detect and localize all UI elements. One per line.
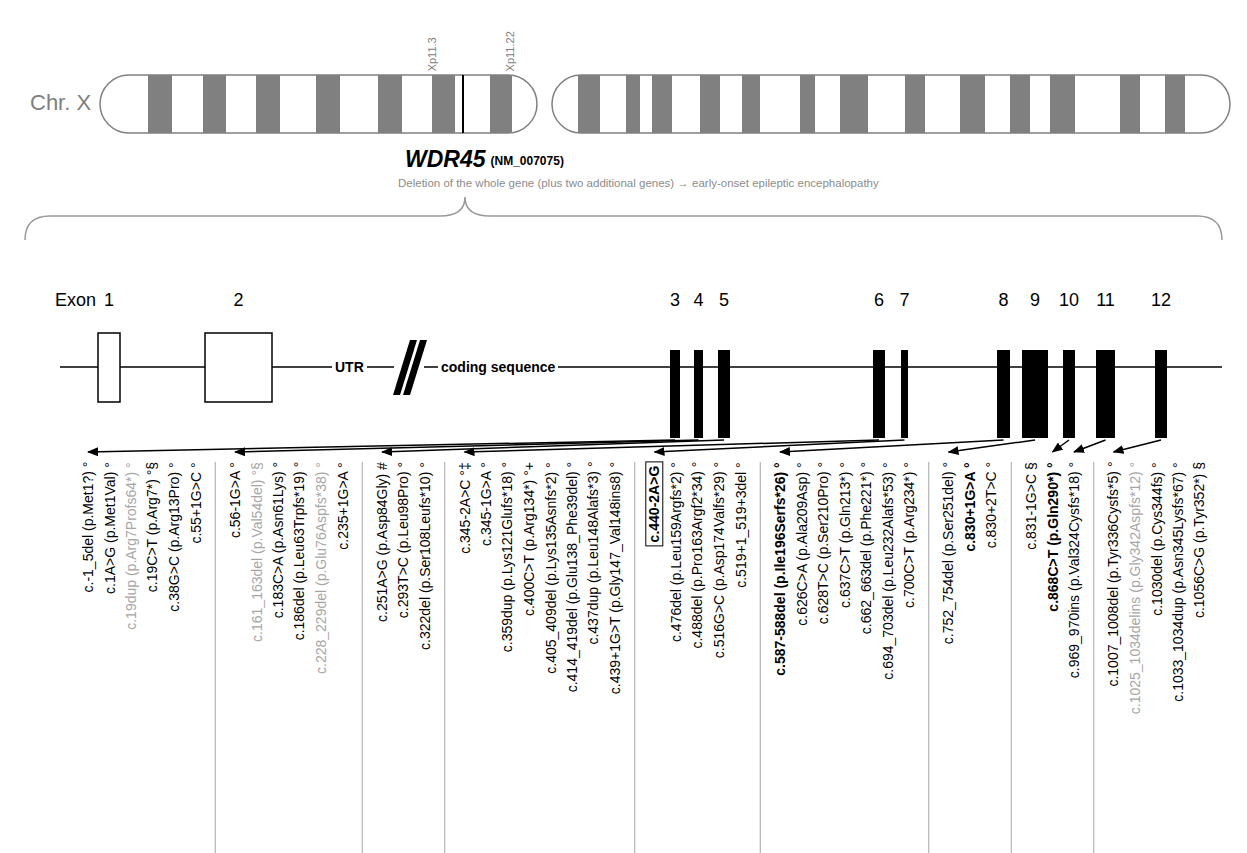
variant-label: c.440-2A>G [645,462,663,547]
variant-label: c.830+1G>A ° [962,462,978,551]
variant-label: c.439+1G>T (p.Gly147_Val148ins8) ° [607,462,623,694]
variant-label: c.345-1G>A ° [478,462,494,546]
variant-label: c.694_703del (p.Leu232Alafs*53) ° [879,462,895,679]
exon-number: 10 [1059,290,1079,311]
variant-label: c.-1_5del (p.Met1?) ° [80,462,96,593]
variant-label: c.56-1G>A ° [227,462,243,538]
exon-number: 5 [719,290,729,311]
variant-label: c.405_409del (p.Lys135Asnfs*2) ° [542,462,558,673]
gene-name: WDR45 [405,146,486,172]
variant-label: c.662_663del (p.Phe221*) ° [858,462,874,634]
chromosome-label: Chr. X [30,90,91,115]
variant-label: c.519+1_519+3del ° [732,462,748,588]
variant-label: c.1056C>G (p.Tyr352*) § [1191,462,1207,618]
variant-label: c.55+1G>C ° [187,462,203,543]
exon-number: 8 [998,290,1008,311]
variant-label: c.19dup (p.Arg7Profs64*) ° [123,462,139,629]
variant-label: c.345-2A>C °‡ [456,462,472,554]
exon-number: 12 [1151,290,1171,311]
variant-label: c.626C>A (p.Ala209Asp) ° [793,462,809,625]
exon-arrow [88,440,675,452]
exon-number: 7 [899,290,909,311]
variant-label: c.752_754del (p.Ser251del) ° [940,462,956,644]
exon-number: 11 [1096,290,1115,311]
exon-number: 9 [1030,290,1040,311]
variant-label: c.476del (p.Leu159Argfs*2) ° [668,462,684,642]
zoom-bracket [25,197,1222,240]
chromosome-outline [100,75,537,133]
variant-label: c.400C>T (p.Arg134*) °+ [521,462,537,616]
exon-arrow [949,440,1036,452]
utr-exon [98,333,120,402]
region-label: coding sequence [438,359,558,375]
group-separator [634,462,635,853]
variant-label: c.831-1G>C § [1023,462,1039,550]
variant-label: c.637C>T (p.Gln213*) ° [836,462,852,608]
variant-label: c.251A>G (p.Asp84Gly) # [374,462,390,622]
variant-label: c.700C>T (p.Arg234*) ° [901,462,917,608]
utr-exon [205,333,272,402]
exon-number: 4 [693,290,703,311]
transcript-id: (NM_007075) [491,155,564,169]
variant-label: c.38G>C (p.Arg13Pro) ° [166,462,182,611]
variant-label: c.161_163del (p.Val54del) °§ [248,462,264,642]
group-separator [928,462,929,853]
variant-label: c.969_970ins (p.Val324Cysfs*18) ° [1066,462,1082,678]
group-separator [215,462,216,853]
group-separator [1093,462,1094,853]
exon-arrow [655,440,905,452]
variant-label: c.1025_1034delins (p.Gly342Aspfs*12) ° [1127,462,1143,714]
variant-label: c.19C>T (p.Arg7*) °§ [144,462,160,592]
band-label: Xp11.22 [504,31,517,71]
group-separator [444,462,445,853]
chromosome-outline [552,75,1230,133]
chromosome-arm-p [100,75,537,133]
variant-label: c.868C>T (p.Gln290*) ° [1044,462,1060,611]
variant-label: c.587-588del (p.Ile196Serfs*26) ° [772,462,788,675]
exon-arrow [235,440,699,452]
exon-number: 6 [874,290,884,311]
variant-label: c.628T>C (p.Ser210Pro) ° [815,462,831,624]
leader-lines [88,440,1161,853]
variant-label: c.488del (p.Pro163Argf2*34) ° [689,462,705,649]
exon-arrow [1114,440,1162,452]
variant-label: c.228_229del (p.Glu76Aspfs*38) ° [313,462,329,674]
variant-label: c.1007_1008del (p.Tyr336Cysfs*5) ° [1105,462,1121,687]
group-separator [760,462,761,853]
exon-number: 2 [233,290,243,311]
band-label: Xp11.3 [426,37,439,71]
exon-number: 3 [670,290,680,311]
region-label: UTR [332,359,367,375]
coding-exons [670,350,1167,438]
exon-arrow [1074,440,1106,452]
exon-heading: Exon [55,290,96,311]
variant-label: c.293T>C (p.Leu98Pro) ° [395,462,411,618]
exon-arrow [780,440,1004,452]
variant-label: c.186del (p.Leu63Trpfs*19) ° [291,462,307,641]
break-mark [403,340,427,395]
chromosome-arm-q [552,75,1230,133]
variant-label: c.322del (p.Ser108Leufs*10) ° [417,462,433,650]
exon-arrow [1053,440,1070,452]
variant-label: c.830+2T>C ° [983,462,999,549]
exon-number: 1 [104,290,114,311]
variant-label: c.1A>G (p.Met1Val) ° [101,462,117,594]
variant-label: c.183C>A (p.Asn61Lys) ° [270,462,286,618]
variant-label: c.516G>C (p.Asp174Valfs*29) ° [711,462,727,658]
variant-label: c.359dup (p.Lys121Glufs*18) ° [499,462,515,652]
gene-note: Deletion of the whole gene (plus two add… [398,177,879,190]
variant-label: c.437dup (p.Leu148Alafs*3) ° [585,462,601,645]
gene-locus-mark [462,75,464,133]
variant-label: c.1030del (p.Cys344fs) ° [1148,462,1164,615]
variant-label: c.235+1G>A ° [334,462,350,549]
group-separator [362,462,363,853]
variant-label: c.414_419del (p.Glu138_Phe39del) ° [564,462,580,693]
group-separator [1011,462,1012,853]
variant-label: c.1033_1034dup (p.Asn345Lysfs*67) ° [1170,462,1186,701]
